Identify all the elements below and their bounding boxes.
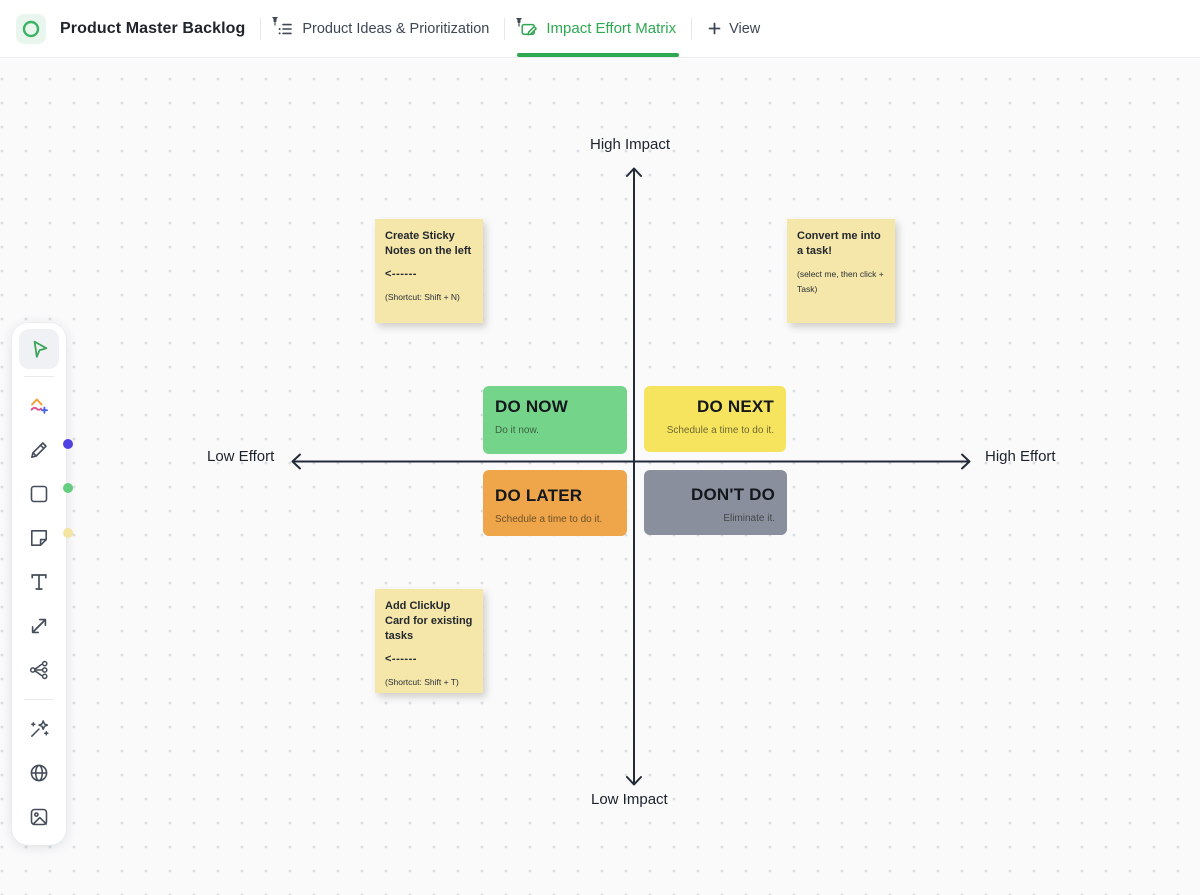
divider: [504, 17, 506, 40]
add-view-label: View: [729, 20, 761, 37]
tool-sticky-note[interactable]: [27, 526, 51, 550]
image-icon: [27, 805, 51, 829]
tab-impact-effort-matrix[interactable]: Impact Effort Matrix: [516, 0, 680, 58]
sticky-note-title: Convert me into a task!: [797, 230, 881, 257]
whiteboard-logo[interactable]: [16, 13, 46, 44]
tool-embed[interactable]: [27, 761, 51, 785]
tool-image[interactable]: [27, 805, 51, 829]
sticky-note-arrow-text: <------: [385, 652, 417, 665]
mind-map-icon: [27, 658, 51, 682]
active-tab-underline: [517, 52, 680, 57]
text-icon: [27, 570, 51, 594]
tool-select[interactable]: [19, 329, 59, 369]
toolbar-divider: [24, 376, 54, 377]
quadrant-subtitle: Schedule a time to do it.: [666, 425, 774, 436]
sticky-note-icon: [27, 526, 51, 550]
sticky-note-arrow-text: <------: [385, 267, 417, 280]
marker-color-dot[interactable]: [63, 439, 73, 449]
quadrant-title: DO LATER: [495, 486, 583, 505]
magic-shapes-icon: [27, 394, 51, 418]
circle-logo-icon: [21, 19, 41, 39]
whiteboard-toolbar: [12, 323, 66, 845]
toolbar-divider: [24, 699, 54, 700]
tool-text[interactable]: [27, 570, 51, 594]
magic-wand-icon: [27, 717, 51, 741]
pin-icon: [514, 14, 524, 31]
sticky-note-shortcut: (Shortcut: Shift + N): [385, 291, 460, 302]
sticky-color-dot[interactable]: [63, 528, 73, 538]
tool-mind-map[interactable]: [27, 658, 51, 682]
topbar: Product Master Backlog Product Ideas & P…: [0, 0, 1200, 58]
tool-marker[interactable]: [27, 438, 51, 462]
sticky-note-convert-task[interactable]: Convert me into a task! (select me, then…: [787, 219, 895, 323]
axis-label-high-effort[interactable]: High Effort: [985, 448, 1056, 465]
tool-connector[interactable]: [27, 614, 51, 638]
pinned-whiteboard-icon: [516, 17, 538, 38]
cursor-icon: [27, 337, 51, 361]
quadrant-do-now[interactable]: DO NOW Do it now.: [483, 386, 627, 454]
whiteboard-canvas[interactable]: High Impact Low Impact Low Effort High E…: [0, 59, 1200, 895]
add-view-button[interactable]: View: [707, 0, 760, 58]
tool-magic-templates[interactable]: [27, 717, 51, 741]
tab-product-ideas-prioritization[interactable]: Product Ideas & Prioritization: [272, 0, 490, 58]
sticky-note-add-card[interactable]: Add ClickUp Card for existing tasks <---…: [375, 589, 483, 693]
quadrant-subtitle: Eliminate it.: [723, 513, 775, 524]
page-title: Product Master Backlog: [60, 19, 246, 37]
globe-icon: [27, 761, 51, 785]
tool-shape[interactable]: [27, 482, 51, 506]
sticky-note-create-sticky[interactable]: Create Sticky Notes on the left <------ …: [375, 219, 483, 323]
sticky-note-hint: (select me, then click + Task): [797, 268, 884, 294]
divider: [260, 17, 262, 40]
pin-icon: [270, 14, 280, 30]
quadrant-title: DON'T DO: [690, 485, 775, 504]
quadrant-title: DO NOW: [495, 397, 568, 416]
quadrant-do-next[interactable]: DO NEXT Schedule a time to do it.: [644, 386, 786, 452]
quadrant-dont-do[interactable]: DON'T DO Eliminate it.: [644, 470, 787, 535]
quadrant-subtitle: Schedule a time to do it.: [495, 514, 603, 525]
quadrant-subtitle: Do it now.: [495, 425, 539, 436]
tool-shapes-ai[interactable]: [27, 394, 51, 418]
diagonal-arrows-icon: [27, 614, 51, 638]
tab-label: Product Ideas & Prioritization: [302, 20, 490, 37]
axis-label-low-impact[interactable]: Low Impact: [591, 791, 668, 808]
tab-label: Impact Effort Matrix: [546, 20, 677, 37]
marker-icon: [27, 438, 51, 462]
quadrant-do-later[interactable]: DO LATER Schedule a time to do it.: [483, 470, 627, 536]
sticky-note-title: Create Sticky Notes on the left: [385, 230, 472, 257]
quadrant-title: DO NEXT: [697, 397, 774, 416]
plus-icon: [707, 21, 722, 36]
pinned-list-icon: [272, 16, 294, 38]
rectangle-icon: [27, 482, 51, 506]
axis-label-low-effort[interactable]: Low Effort: [207, 448, 275, 465]
divider: [691, 17, 693, 40]
sticky-note-shortcut: (Shortcut: Shift + T): [385, 676, 459, 687]
axis-label-high-impact[interactable]: High Impact: [590, 136, 671, 153]
sticky-note-title: Add ClickUp Card for existing tasks: [385, 600, 473, 642]
shape-color-dot[interactable]: [63, 483, 73, 493]
